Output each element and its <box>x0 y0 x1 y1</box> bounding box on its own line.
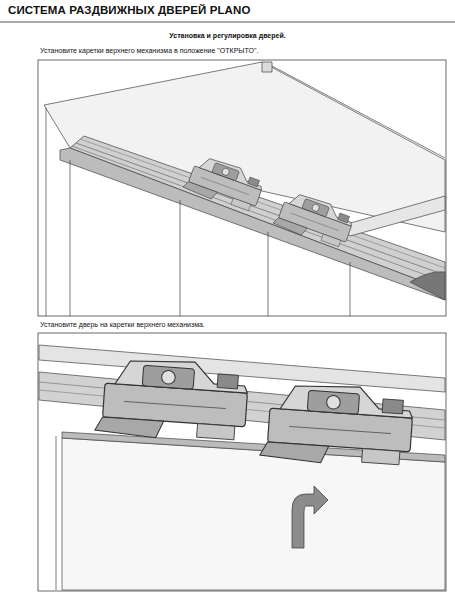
step-text: Установите каретки верхнего механизма в … <box>40 47 258 54</box>
section-heading: Установка и регулировка дверей. <box>0 32 455 39</box>
step-text: Установите дверь на каретки верхнего мех… <box>40 321 205 328</box>
page-title: СИСТЕМА РАЗДВИЖНЫХ ДВЕРЕЙ PLANO <box>8 4 250 16</box>
